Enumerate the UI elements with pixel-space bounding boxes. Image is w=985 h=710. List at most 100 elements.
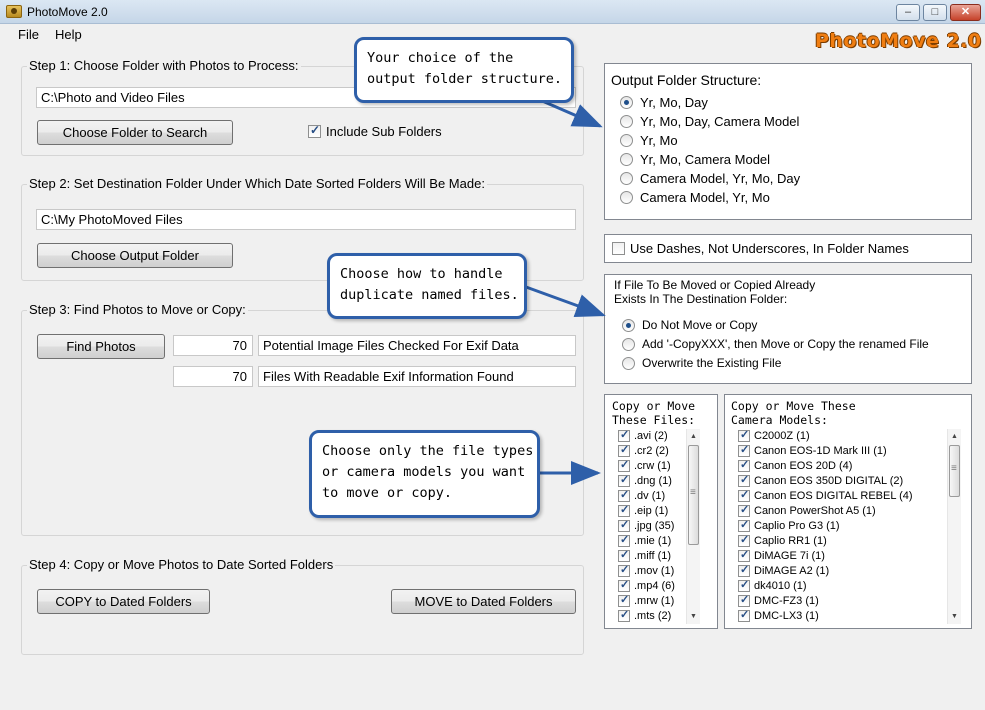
output-folder-field[interactable]: C:\My PhotoMoved Files: [36, 209, 576, 230]
list-item-checkbox[interactable]: [618, 518, 630, 532]
list-item[interactable]: .miff (1): [618, 548, 688, 564]
list-item[interactable]: Canon PowerShot A5 (1): [738, 503, 943, 519]
scroll-up-arrow-icon[interactable]: ▲: [951, 433, 958, 440]
minimize-button[interactable]: –: [896, 4, 920, 21]
list-item[interactable]: .jpg (35): [618, 518, 688, 534]
readable-count-field: 70: [173, 366, 253, 387]
list-item-checkbox[interactable]: [738, 443, 750, 457]
list-item-checkbox[interactable]: [738, 488, 750, 502]
list-item-checkbox[interactable]: [618, 608, 630, 622]
menu-help[interactable]: Help: [55, 27, 82, 42]
list-item-checkbox[interactable]: [618, 578, 630, 592]
list-item-checkbox[interactable]: [618, 488, 630, 502]
radio-dup-add-copy[interactable]: [622, 338, 635, 351]
list-item[interactable]: .mie (1): [618, 533, 688, 549]
list-item[interactable]: C2000Z (1): [738, 428, 943, 444]
title-bar: PhotoMove 2.0 – □ ✕: [0, 0, 985, 24]
radio-structure-yr-mo[interactable]: [620, 134, 633, 147]
list-item[interactable]: DiMAGE 7i (1): [738, 548, 943, 564]
use-dashes-checkbox[interactable]: [612, 242, 625, 255]
list-item[interactable]: DMC-FZ3 (1): [738, 593, 943, 609]
list-item[interactable]: .mov (1): [618, 563, 688, 579]
list-item[interactable]: .eip (1): [618, 503, 688, 519]
list-item[interactable]: Caplio RR1 (1): [738, 533, 943, 549]
list-item-checkbox[interactable]: [738, 563, 750, 577]
radio-structure-yr-mo-day-camera[interactable]: [620, 115, 633, 128]
list-item-checkbox[interactable]: [738, 518, 750, 532]
file-types-scrollbar[interactable]: ▲ ▼: [686, 429, 700, 624]
list-item[interactable]: .mts (2): [618, 608, 688, 624]
find-photos-button[interactable]: Find Photos: [37, 334, 165, 359]
radio-label: Camera Model, Yr, Mo: [640, 190, 770, 205]
list-item-checkbox[interactable]: [618, 548, 630, 562]
list-item-checkbox[interactable]: [738, 593, 750, 607]
list-item[interactable]: Canon EOS DIGITAL REBEL (4): [738, 488, 943, 504]
list-item-label: .mts (2): [634, 610, 672, 622]
camera-models-header: Copy or Move These Camera Models:: [731, 399, 856, 427]
radio-structure-camera-yr-mo-day[interactable]: [620, 172, 633, 185]
list-item-checkbox[interactable]: [738, 608, 750, 622]
list-item-checkbox[interactable]: [618, 593, 630, 607]
list-item[interactable]: Caplio Pro G3 (1): [738, 518, 943, 534]
scroll-thumb[interactable]: [688, 445, 699, 545]
radio-structure-yr-mo-camera[interactable]: [620, 153, 633, 166]
radio-structure-yr-mo-day[interactable]: [620, 96, 633, 109]
list-item-label: Canon EOS DIGITAL REBEL (4): [754, 490, 913, 502]
list-item[interactable]: .mp4 (6): [618, 578, 688, 594]
list-item-checkbox[interactable]: [618, 428, 630, 442]
scroll-down-arrow-icon[interactable]: ▼: [951, 613, 958, 620]
list-item-checkbox[interactable]: [738, 548, 750, 562]
list-item[interactable]: .avi (2): [618, 428, 688, 444]
list-item-checkbox[interactable]: [738, 578, 750, 592]
list-item-checkbox[interactable]: [738, 533, 750, 547]
radio-label: Camera Model, Yr, Mo, Day: [640, 171, 801, 186]
choose-output-folder-button[interactable]: Choose Output Folder: [37, 243, 233, 268]
camera-models-scrollbar[interactable]: ▲ ▼: [947, 429, 961, 624]
list-item-checkbox[interactable]: [738, 473, 750, 487]
list-item-checkbox[interactable]: [618, 443, 630, 457]
scroll-up-arrow-icon[interactable]: ▲: [690, 433, 697, 440]
list-item-checkbox[interactable]: [738, 458, 750, 472]
list-item-label: .mie (1): [634, 535, 672, 547]
menu-file[interactable]: File: [18, 27, 39, 42]
list-item-label: .avi (2): [634, 430, 668, 442]
list-item-checkbox[interactable]: [618, 563, 630, 577]
list-item-checkbox[interactable]: [618, 533, 630, 547]
output-structure-panel: [604, 63, 972, 220]
include-subfolders-checkbox[interactable]: [308, 123, 321, 138]
duplicates-title-line2: Exists In The Destination Folder:: [614, 292, 788, 306]
list-item-checkbox[interactable]: [738, 503, 750, 517]
include-subfolders-label: Include Sub Folders: [326, 124, 442, 139]
scroll-thumb[interactable]: [949, 445, 960, 497]
output-structure-title: Output Folder Structure:: [611, 72, 762, 88]
radio-dup-overwrite[interactable]: [622, 357, 635, 370]
list-item[interactable]: dk4010 (1): [738, 578, 943, 594]
list-item-checkbox[interactable]: [618, 458, 630, 472]
list-item[interactable]: Canon EOS-1D Mark III (1): [738, 443, 943, 459]
list-item[interactable]: Canon EOS 20D (4): [738, 458, 943, 474]
list-item[interactable]: .mrw (1): [618, 593, 688, 609]
copy-to-dated-folders-button[interactable]: COPY to Dated Folders: [37, 589, 210, 614]
list-item[interactable]: .crw (1): [618, 458, 688, 474]
choose-folder-button[interactable]: Choose Folder to Search: [37, 120, 233, 145]
close-button[interactable]: ✕: [950, 4, 981, 21]
radio-dup-do-not-move[interactable]: [622, 319, 635, 332]
move-to-dated-folders-button[interactable]: MOVE to Dated Folders: [391, 589, 576, 614]
list-item[interactable]: .dv (1): [618, 488, 688, 504]
list-item[interactable]: DiMAGE A2 (1): [738, 563, 943, 579]
list-item[interactable]: .cr2 (2): [618, 443, 688, 459]
scroll-down-arrow-icon[interactable]: ▼: [690, 613, 697, 620]
brand-logo: PhotoMove 2.0: [815, 30, 982, 52]
list-item[interactable]: DMC-LX3 (1): [738, 608, 943, 624]
maximize-button[interactable]: □: [923, 4, 947, 21]
radio-label: Add '-CopyXXX', then Move or Copy the re…: [642, 337, 929, 351]
list-item-checkbox[interactable]: [738, 428, 750, 442]
step3-title: Step 3: Find Photos to Move or Copy:: [27, 302, 248, 317]
list-item[interactable]: Canon EOS 350D DIGITAL (2): [738, 473, 943, 489]
list-item-checkbox[interactable]: [618, 473, 630, 487]
list-item[interactable]: .dng (1): [618, 473, 688, 489]
radio-structure-camera-yr-mo[interactable]: [620, 191, 633, 204]
list-item-label: .mov (1): [634, 565, 675, 577]
menu-bar: File Help: [0, 24, 985, 46]
list-item-checkbox[interactable]: [618, 503, 630, 517]
